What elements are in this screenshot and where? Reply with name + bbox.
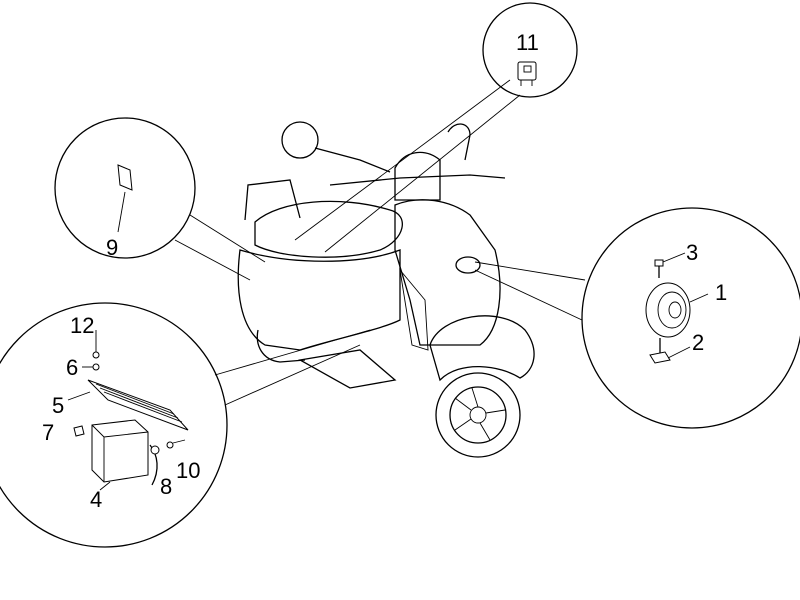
footboard — [298, 349, 397, 389]
callout-1: 1 — [715, 280, 727, 305]
callout-2: 2 — [692, 330, 704, 355]
bracket-part-icon — [117, 164, 133, 233]
screw-part-icon — [654, 252, 686, 278]
detail-circle-battery — [0, 302, 228, 548]
callout-4: 4 — [90, 487, 102, 512]
front-shield — [394, 199, 501, 346]
rear-rack — [244, 179, 301, 221]
detail-circle-9 — [54, 117, 196, 259]
battery — [91, 419, 149, 483]
callout-8: 8 — [160, 474, 172, 499]
front-grille — [399, 268, 429, 351]
horn-cover — [455, 256, 481, 274]
rear-body — [237, 249, 401, 351]
horn-bracket-part-icon — [649, 338, 691, 364]
callout-3: 3 — [686, 240, 698, 265]
callout-9: 9 — [106, 235, 118, 260]
callout-6: 6 — [66, 355, 78, 380]
callout-10: 10 — [176, 458, 200, 483]
leader-lines — [174, 79, 586, 406]
headset — [394, 151, 441, 201]
seat — [254, 200, 403, 258]
front-wheel — [435, 372, 521, 458]
battery-parts-icon — [67, 330, 189, 491]
horn-part-icon — [645, 282, 709, 338]
callout-12: 12 — [70, 313, 94, 338]
scooter-drawing — [237, 121, 535, 458]
relay-part-icon — [517, 61, 537, 86]
callout-7: 7 — [42, 420, 54, 445]
front-fender — [429, 315, 535, 382]
callout-labels: 1 2 3 4 5 6 7 8 9 10 11 12 — [42, 30, 727, 512]
detail-circle-horn — [581, 207, 800, 429]
callout-5: 5 — [52, 393, 64, 418]
mirror-right — [447, 123, 471, 161]
detail-circle-relay — [482, 2, 578, 98]
callout-11: 11 — [516, 30, 539, 55]
mirror-left — [281, 121, 319, 159]
